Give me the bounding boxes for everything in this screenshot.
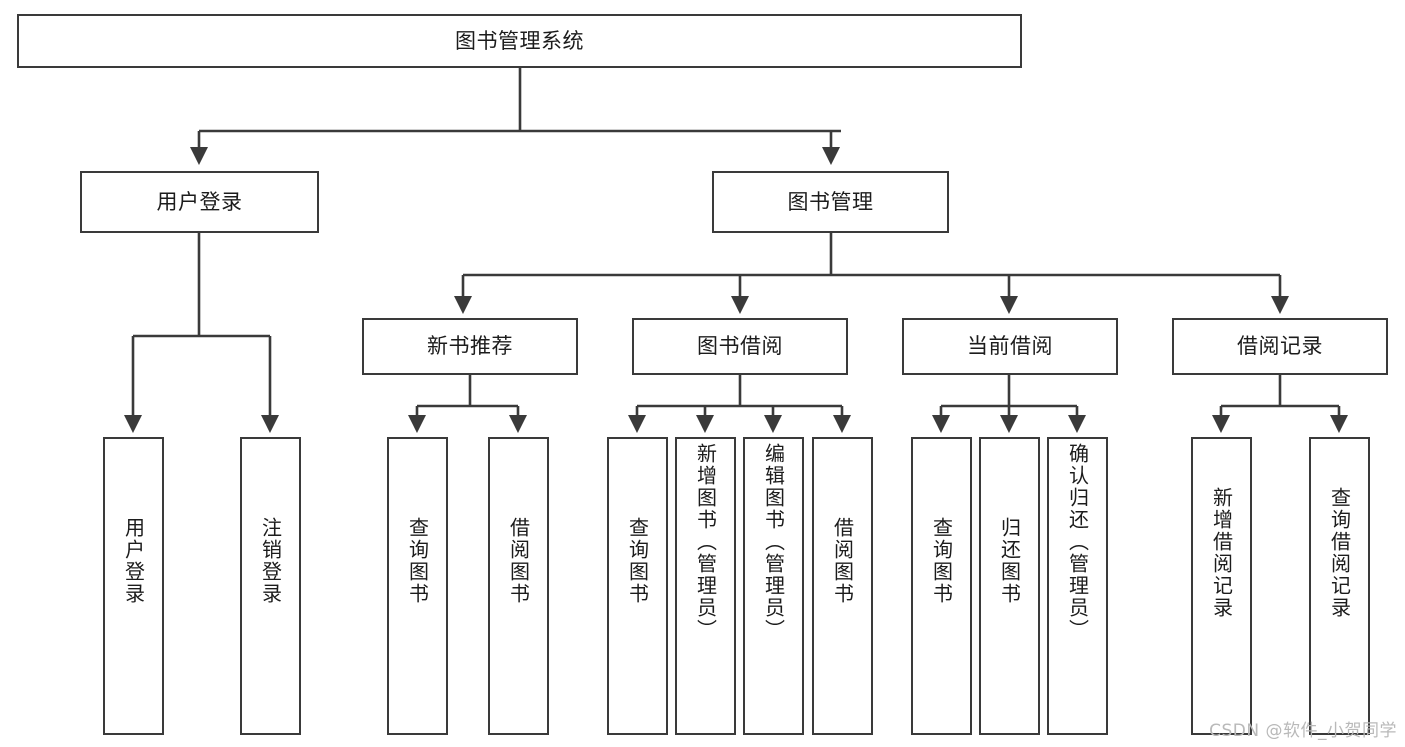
node-label: 新书推荐 — [427, 334, 513, 358]
node-label: 注销登录 — [258, 517, 283, 605]
node-label: 借阅图书 — [506, 517, 531, 605]
node-leaf-return-book[interactable]: 归还图书 — [979, 437, 1040, 735]
node-label: 借阅图书 — [830, 517, 855, 605]
node-new-book-rec[interactable]: 新书推荐 — [362, 318, 578, 375]
node-book-manage[interactable]: 图书管理 — [712, 171, 949, 233]
node-label: 当前借阅 — [967, 334, 1053, 358]
node-book-borrow[interactable]: 图书借阅 — [632, 318, 848, 375]
node-label: 归还图书 — [997, 517, 1022, 605]
node-label: 用户登录 — [156, 189, 243, 214]
node-leaf-query-book-3[interactable]: 查询图书 — [911, 437, 972, 735]
node-leaf-add-record[interactable]: 新增借阅记录 — [1191, 437, 1252, 735]
node-leaf-add-book[interactable]: 新增图书（管理员） — [675, 437, 736, 735]
node-leaf-user-login[interactable]: 用户登录 — [103, 437, 164, 735]
node-leaf-edit-book[interactable]: 编辑图书（管理员） — [743, 437, 804, 735]
node-label: 图书管理系统 — [455, 28, 584, 53]
node-leaf-query-book-2[interactable]: 查询图书 — [607, 437, 668, 735]
node-leaf-borrow-book-2[interactable]: 借阅图书 — [812, 437, 873, 735]
node-leaf-borrow-book-1[interactable]: 借阅图书 — [488, 437, 549, 735]
node-label: 查询借阅记录 — [1327, 487, 1352, 619]
node-label: 查询图书 — [625, 517, 650, 605]
node-leaf-confirm-return[interactable]: 确认归还（管理员） — [1047, 437, 1108, 735]
node-label: 查询图书 — [929, 517, 954, 605]
node-leaf-query-book-1[interactable]: 查询图书 — [387, 437, 448, 735]
node-label: 借阅记录 — [1237, 334, 1323, 358]
node-label: 新增借阅记录 — [1209, 487, 1234, 619]
node-label: 编辑图书（管理员） — [761, 443, 786, 641]
csdn-watermark: CSDN @软件_小贺同学 — [1209, 721, 1397, 741]
node-label: 查询图书 — [405, 517, 430, 605]
node-root-system[interactable]: 图书管理系统 — [17, 14, 1022, 68]
node-label: 新增图书（管理员） — [693, 443, 718, 641]
node-leaf-logout[interactable]: 注销登录 — [240, 437, 301, 735]
node-current-borrow[interactable]: 当前借阅 — [902, 318, 1118, 375]
node-leaf-query-record[interactable]: 查询借阅记录 — [1309, 437, 1370, 735]
node-borrow-record[interactable]: 借阅记录 — [1172, 318, 1388, 375]
node-label: 确认归还（管理员） — [1065, 443, 1090, 641]
node-label: 图书管理 — [787, 189, 874, 214]
node-label: 图书借阅 — [697, 334, 783, 358]
node-label: 用户登录 — [121, 517, 146, 605]
node-user-login[interactable]: 用户登录 — [80, 171, 319, 233]
